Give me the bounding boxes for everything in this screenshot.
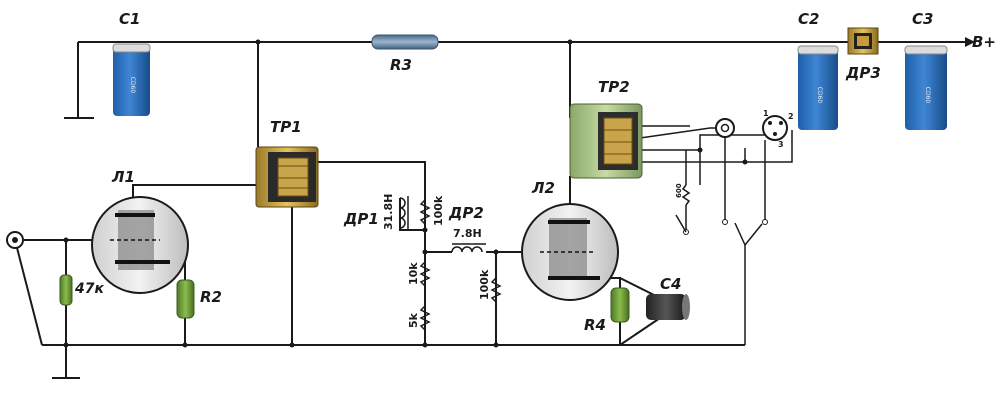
capacitor-c4 [646, 294, 690, 320]
svg-text:CD60: CD60 [924, 87, 931, 104]
label-xlr-pin3: 3 [778, 140, 784, 149]
label-c1: С1 [119, 10, 140, 28]
label-5k: 5k [407, 312, 420, 328]
label-bplus: В+ [972, 33, 996, 51]
label-r3: R3 [390, 56, 412, 74]
label-dr2: ДР2 [448, 204, 484, 222]
transformer-tp2 [569, 103, 643, 179]
capacitor-c2: CD60 [797, 45, 839, 130]
transformer-tp1 [255, 146, 319, 208]
resistor-r4 [610, 287, 630, 323]
label-r2: R2 [200, 288, 222, 306]
label-c4: С4 [660, 275, 681, 293]
label-c2: С2 [798, 10, 819, 28]
junctions [63, 39, 748, 348]
label-600: 600 [675, 183, 683, 198]
label-dr2-inductance: 7.8H [453, 227, 482, 240]
label-dr3: ДР3 [845, 64, 881, 82]
inductor-dr1 [399, 196, 409, 230]
switch-2 [722, 219, 768, 246]
tube-l2 [521, 203, 619, 301]
input-jack [6, 231, 24, 249]
capacitor-c1: CD60 [112, 43, 151, 116]
output-jack [715, 118, 735, 138]
resistor-10k [419, 261, 431, 287]
resistor-600 [681, 184, 691, 206]
capacitor-c3: CD60 [904, 45, 948, 130]
label-10k: 10k [407, 262, 420, 285]
label-tp2: ТР2 [598, 78, 630, 96]
resistor-100k-a [419, 199, 431, 225]
svg-text:CD60: CD60 [816, 87, 823, 104]
label-r4: R4 [584, 316, 606, 334]
inductor-dr2 [451, 243, 486, 253]
switch-1 [675, 214, 689, 235]
label-100k-b: 100k [478, 269, 491, 300]
label-47k: 47к [74, 281, 104, 297]
svg-text:CD60: CD60 [129, 77, 136, 94]
label-xlr-pin1: 1 [763, 109, 769, 118]
label-l1: Л1 [111, 168, 135, 186]
label-c3: С3 [912, 10, 933, 28]
tube-l1 [91, 196, 189, 294]
resistor-100k-b [490, 277, 502, 303]
resistor-5k [419, 305, 431, 331]
label-dr1-inductance: 31.8H [382, 194, 395, 230]
resistor-r3 [371, 34, 439, 50]
label-tp1: ТР1 [270, 118, 302, 136]
label-xlr-pin2: 2 [788, 112, 794, 121]
label-100k-a: 100k [432, 195, 445, 226]
label-dr1: ДР1 [343, 210, 379, 228]
resistor-r2 [176, 279, 195, 319]
resistor-47k [59, 274, 73, 306]
label-l2: Л2 [531, 179, 555, 197]
choke-dr3 [847, 27, 879, 55]
xlr-connector [762, 115, 788, 141]
